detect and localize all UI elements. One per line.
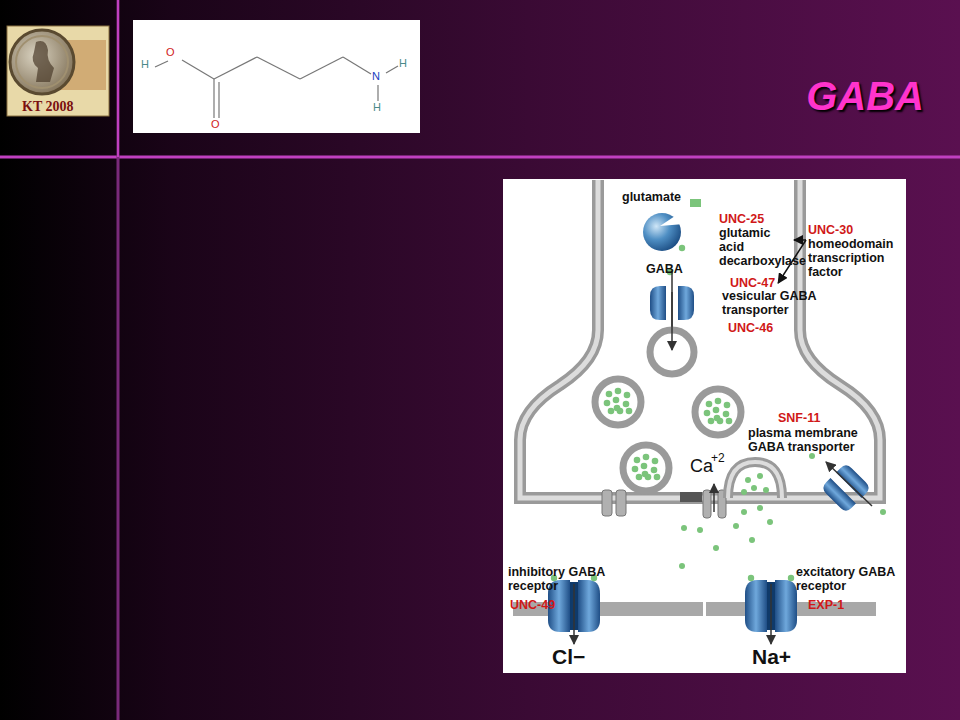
gaba-receptors [548,575,797,644]
slide-title: GABA [806,74,924,119]
protein-label: plasma membrane GABA transporter [748,426,860,454]
gene-name: UNC-47 [730,276,775,290]
regulation-arrow [794,239,806,241]
fusing-vesicle [728,462,782,498]
gene-name: UNC-49 [510,598,555,612]
protein-label: glutamic acid decarboxylase [719,226,791,268]
vesicle [623,445,669,491]
diagram-panel [503,179,906,673]
protein-label: homeodomain transcription factor [808,237,904,279]
gene-name: UNC-30 [808,223,904,237]
vesicle [695,389,741,435]
ion-label: Cl− [552,645,585,669]
label-group: UNC-30homeodomain transcription factor [806,222,906,280]
atom-label: H [399,57,407,69]
receptor-channel [745,575,797,644]
gene-name: UNC-46 [728,321,773,335]
vesicular-transporter [650,272,694,374]
receptor-label: excitatory GABA receptor [796,565,896,593]
gaba-dot [763,487,769,493]
gaba-dot [757,473,763,479]
gaba-structure [133,20,420,133]
gad-enzyme [643,199,701,275]
atom-label: O [211,118,220,130]
receptor-label: inhibitory GABA receptor [508,565,608,593]
gaba-dot [741,489,747,495]
atom-label: H [141,58,149,70]
calcium-channel [602,484,726,518]
atom-label: H [373,101,381,113]
ion-charge: +2 [711,451,725,465]
ion-label: Na+ [752,645,791,669]
gaba-dots [679,453,886,569]
molecule-label: glutamate [622,190,681,204]
label-group: UNC-25glutamic acid decarboxylase [717,211,793,269]
vesicle [595,379,641,425]
logo [7,26,109,116]
plasma-transporter [821,463,872,514]
atom-label: O [166,46,175,58]
logo-text: KT 2008 [22,99,73,115]
gaba-dot [745,477,751,483]
atom-label: N [372,70,380,82]
gene-name: SNF-11 [778,411,820,425]
transport-arrow [826,462,872,506]
vesicles [595,379,769,495]
gene-name: UNC-25 [719,212,791,226]
gaba-dot [751,485,757,491]
label-group: UNC-47 [728,275,777,291]
molecule-label: GABA [646,262,683,276]
protein-label: vesicular GABA transporter [722,289,830,317]
gene-name: EXP-1 [808,598,844,612]
ion-label: Ca [690,456,713,477]
